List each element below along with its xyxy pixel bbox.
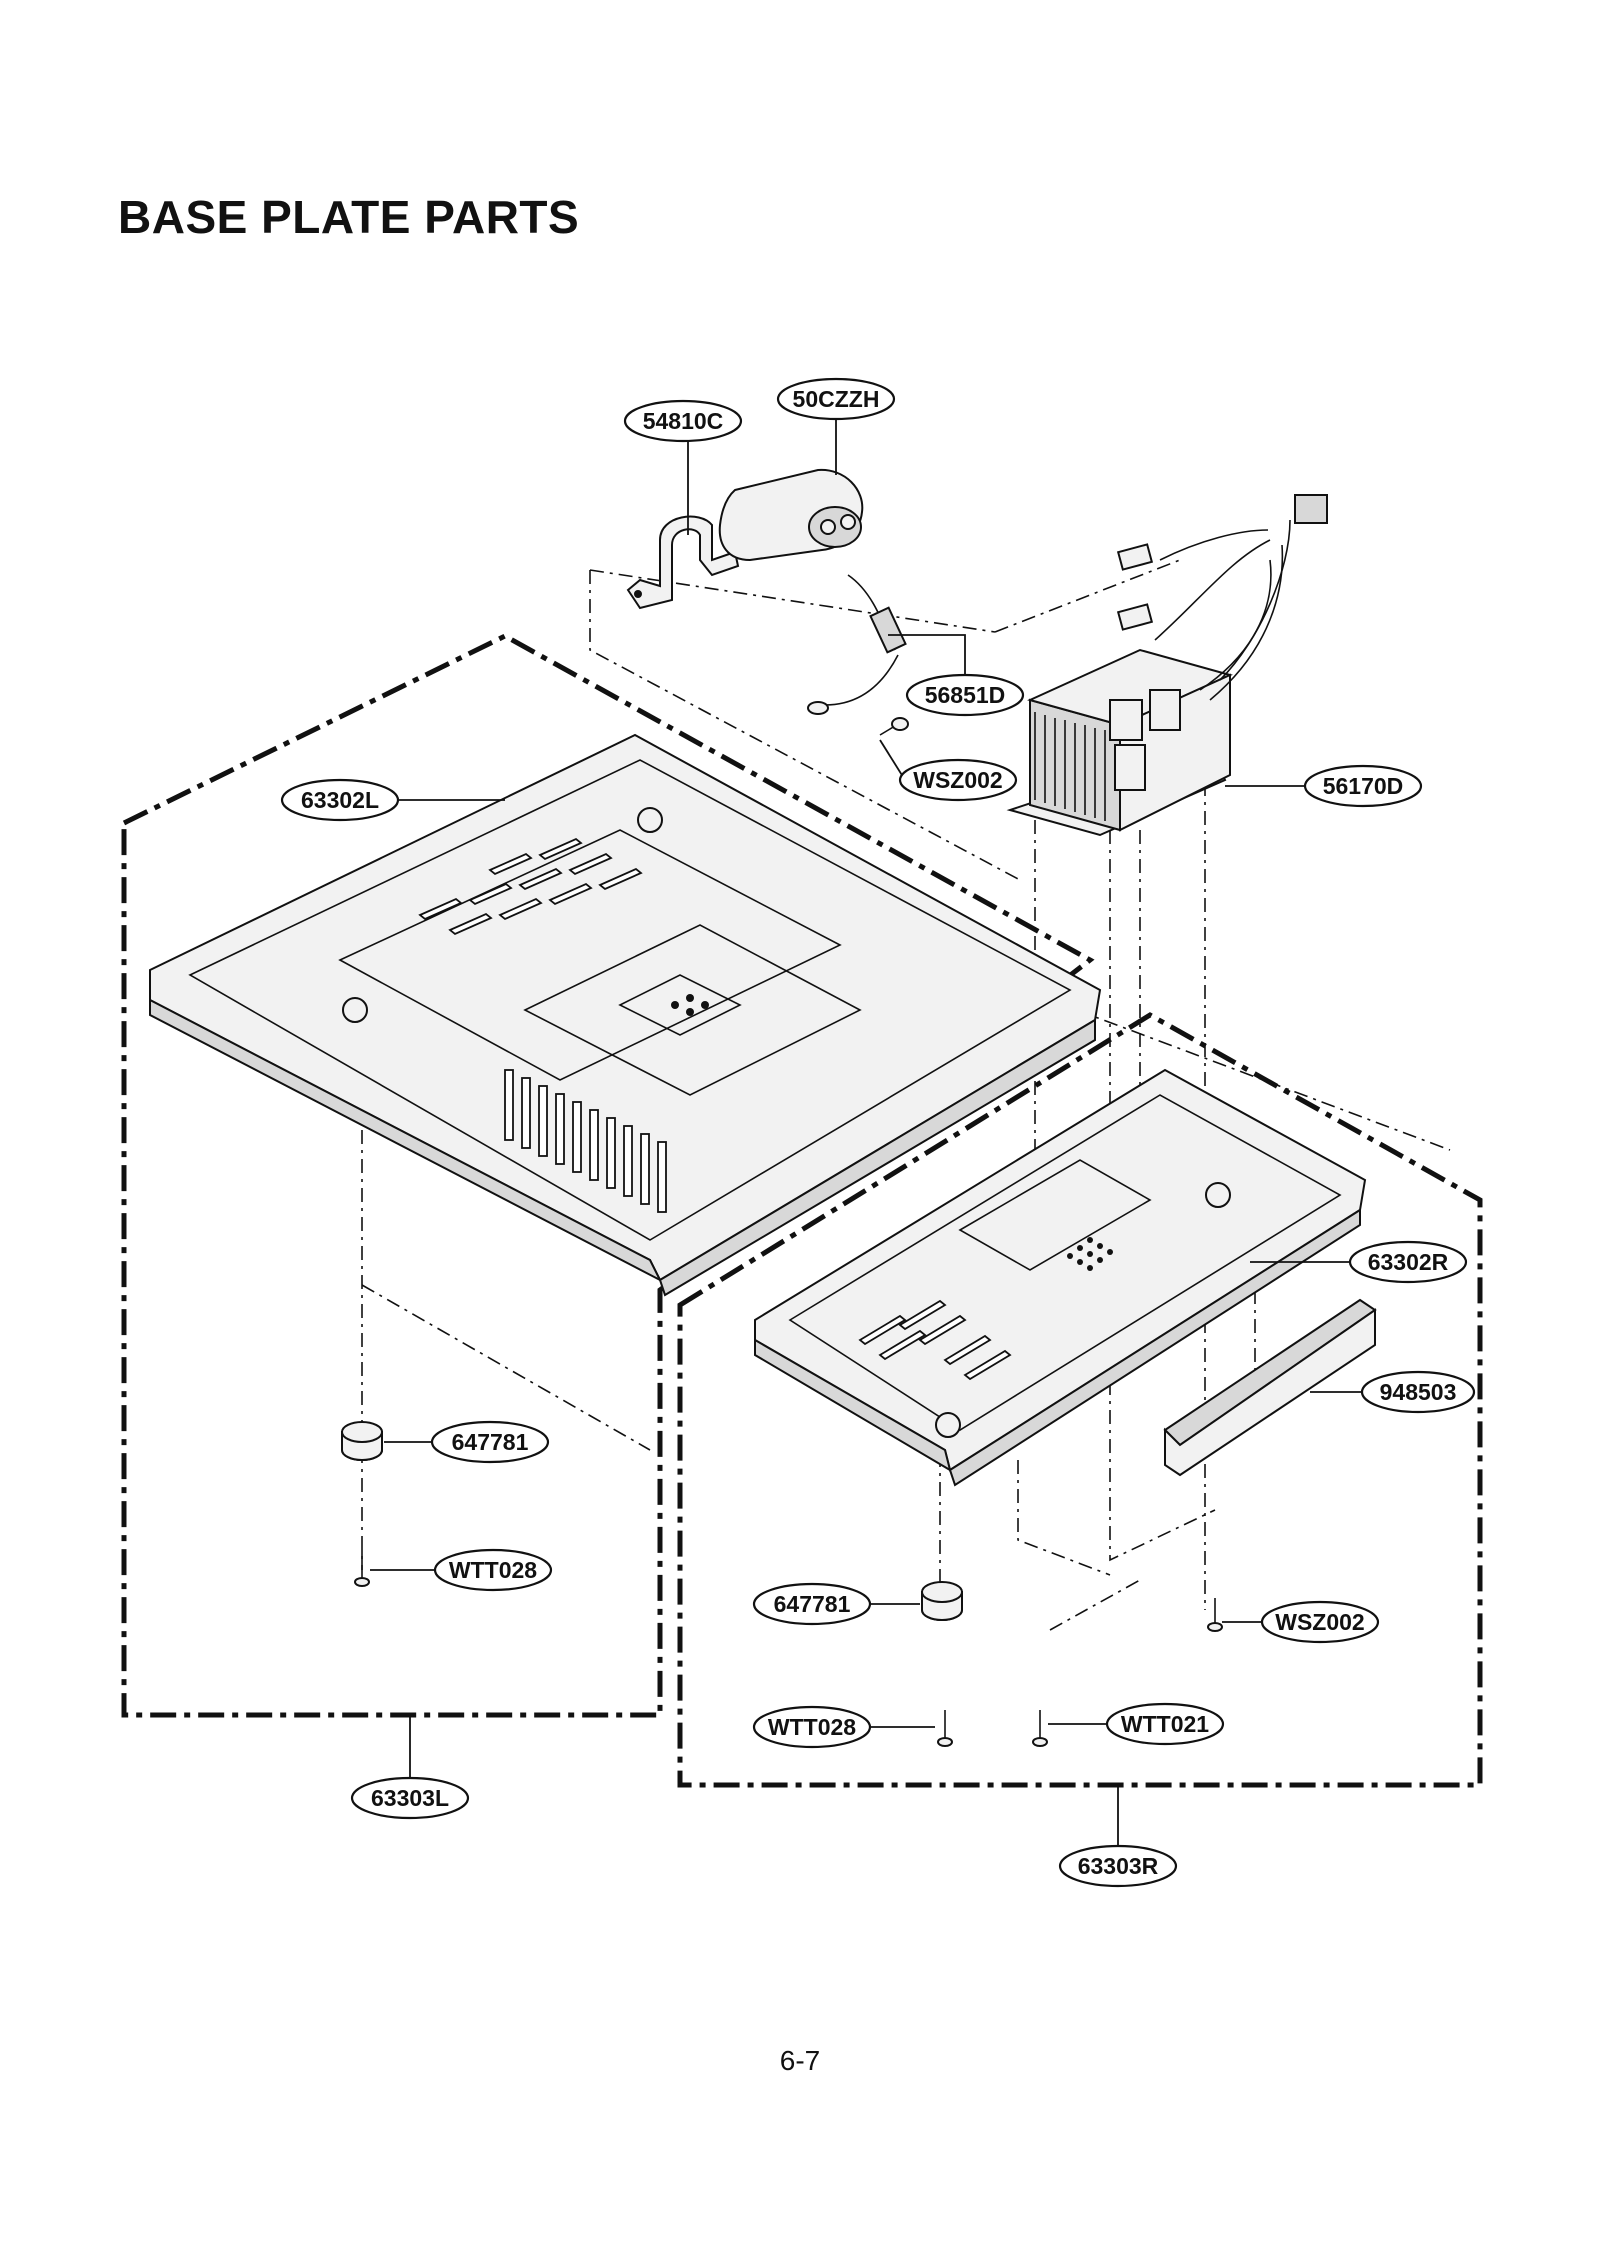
left-plate-vents xyxy=(418,837,667,1213)
left-assembly-outline xyxy=(121,633,1095,1718)
callout-label: 63303L xyxy=(371,1785,449,1811)
assembly-outlines xyxy=(121,633,1483,1788)
callout-label: 56170D xyxy=(1323,773,1404,799)
base-plate-right xyxy=(754,1068,1367,1487)
screw-wsz002-bottom xyxy=(1207,1598,1223,1632)
callout-label: 63302R xyxy=(1368,1249,1449,1275)
callout-63303l: 63303L xyxy=(350,1715,470,1820)
callout-label: 56851D xyxy=(925,682,1006,708)
screw-wtt021 xyxy=(1032,1710,1048,1747)
screw-wtt028-left xyxy=(354,1550,370,1587)
hv-transformer xyxy=(1006,494,1328,837)
callout-label: WSZ002 xyxy=(1275,1609,1364,1635)
callout-948503: 948503 xyxy=(1310,1370,1476,1414)
ferrite-bar xyxy=(1163,1298,1377,1477)
callout-label: 647781 xyxy=(774,1591,851,1617)
callout-wsz002-bottom: WSZ002 xyxy=(1222,1600,1380,1644)
callout-label: WTT028 xyxy=(768,1714,856,1740)
callout-647781-left: 647781 xyxy=(384,1420,550,1464)
rubber-foot-right xyxy=(921,1581,963,1621)
callout-label: 63303R xyxy=(1078,1853,1159,1879)
callout-wtt021: WTT021 xyxy=(1048,1702,1225,1746)
callout-wsz002-top: WSZ002 xyxy=(879,739,1018,802)
callout-label: WTT021 xyxy=(1121,1711,1209,1737)
screw-top xyxy=(879,717,909,736)
callout-label: 948503 xyxy=(1380,1379,1457,1405)
callout-wtt028-left: WTT028 xyxy=(370,1548,553,1592)
callout-wtt028-right: WTT028 xyxy=(752,1705,935,1749)
callout-56851d: 56851D xyxy=(888,634,1025,717)
callout-label: 63302L xyxy=(301,787,379,813)
callout-63302r: 63302R xyxy=(1250,1240,1468,1284)
callout-label: 50CZZH xyxy=(793,386,880,412)
callout-label: WSZ002 xyxy=(913,767,1002,793)
callout-56170d: 56170D xyxy=(1225,764,1423,808)
callout-63302l: 63302L xyxy=(280,778,505,822)
hv-capacitor xyxy=(718,468,864,562)
page-number: 6-7 xyxy=(779,2045,821,2076)
callout-54810c: 54810C xyxy=(623,399,743,535)
right-assembly-outline xyxy=(677,1012,1483,1788)
callout-label: 647781 xyxy=(452,1429,529,1455)
callout-label: WTT028 xyxy=(449,1557,537,1583)
hv-diode xyxy=(807,574,907,715)
page-title: BASE PLATE PARTS xyxy=(118,191,580,243)
base-plate-left xyxy=(149,733,1102,1297)
screw-wtt028-right xyxy=(937,1710,953,1747)
callout-647781-right: 647781 xyxy=(752,1582,920,1626)
callout-63303r: 63303R xyxy=(1058,1785,1178,1888)
callout-50czzh: 50CZZH xyxy=(776,377,896,475)
rubber-foot-left xyxy=(341,1421,383,1461)
callout-label: 54810C xyxy=(643,408,724,434)
